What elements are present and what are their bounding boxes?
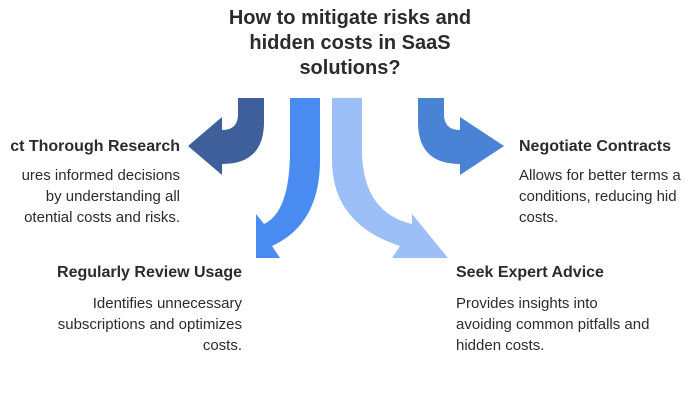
- title-line-1: How to mitigate risks and: [228, 7, 472, 29]
- diagram-title: How to mitigate risks and hidden costs i…: [170, 6, 530, 81]
- research-heading: ct Thorough Research: [10, 138, 180, 155]
- review-arrow: [256, 98, 320, 258]
- negotiate-line-1: Allows for better terms a: [519, 167, 681, 184]
- review-block: Regularly Review Usage Identifies unnece…: [20, 263, 242, 356]
- negotiate-line-2: conditions, reducing hid: [519, 188, 677, 205]
- research-line-2: by understanding all: [45, 188, 180, 205]
- title-line-2: hidden costs in SaaS: [249, 32, 451, 54]
- advice-line-1: Provides insights into: [456, 295, 598, 312]
- advice-line-3: hidden costs.: [456, 337, 545, 354]
- research-description: ures informed decisions by understanding…: [0, 165, 180, 228]
- research-arrow: [188, 98, 264, 175]
- advice-line-2: avoiding common pitfalls and: [456, 316, 650, 333]
- review-description: Identifies unnecessary subscriptions and…: [20, 293, 242, 356]
- research-line-1: ures informed decisions: [21, 167, 180, 184]
- review-line-2: subscriptions and optimizes: [57, 316, 242, 333]
- advice-block: Seek Expert Advice Provides insights int…: [456, 263, 686, 356]
- negotiate-heading: Negotiate Contracts: [519, 138, 672, 155]
- advice-heading: Seek Expert Advice: [456, 264, 604, 281]
- review-line-1: Identifies unnecessary: [92, 295, 242, 312]
- negotiate-description: Allows for better terms a conditions, re…: [519, 165, 700, 228]
- negotiate-arrow: [418, 98, 504, 175]
- negotiate-line-3: costs.: [519, 209, 559, 226]
- negotiate-block: Negotiate Contracts Allows for better te…: [519, 137, 700, 228]
- research-block: ct Thorough Research ures informed decis…: [0, 137, 180, 228]
- review-line-3: costs.: [202, 337, 242, 354]
- review-heading: Regularly Review Usage: [57, 264, 242, 281]
- title-line-3: solutions?: [299, 57, 401, 79]
- advice-arrow: [332, 98, 448, 258]
- advice-description: Provides insights into avoiding common p…: [456, 293, 686, 356]
- research-line-3: otential costs and risks.: [24, 209, 180, 226]
